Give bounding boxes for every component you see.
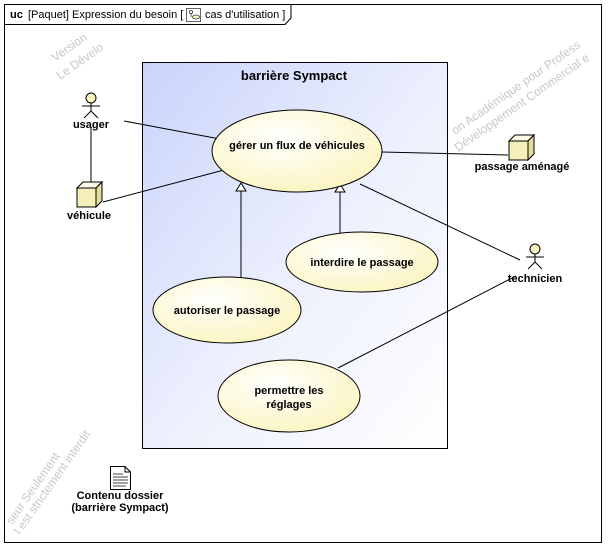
usecase-reglages-label-line1: permettre les (254, 385, 323, 397)
frame-tag: uc (10, 9, 23, 21)
actor-usager[interactable]: usager (73, 92, 110, 131)
generalization-arrowhead (334, 183, 346, 193)
stick-figure-icon (526, 243, 544, 270)
node-box-icon (75, 180, 104, 209)
actor-technicien[interactable]: technicien (508, 243, 563, 285)
actor-usager-label: usager (73, 119, 110, 131)
usecase-reglages[interactable]: permettre les réglages (217, 359, 361, 433)
document-icon (110, 466, 131, 490)
document-contenu-dossier[interactable]: Contenu dossier (barrière Sympact) (71, 466, 169, 515)
actor-passage-amenage[interactable]: passage aménagé (475, 133, 570, 173)
association-gerer-passage[interactable] (381, 151, 509, 156)
usecase-autoriser-label: autoriser le passage (174, 305, 280, 317)
usecase-interdire-label: interdire le passage (310, 257, 413, 269)
actor-technicien-label: technicien (508, 273, 563, 285)
system-name: barrière Sympact (241, 68, 348, 83)
generalization-arrowhead (235, 182, 247, 192)
actor-vehicule[interactable]: véhicule (67, 180, 111, 222)
usecase-reglages-label-line2: réglages (266, 399, 311, 411)
usecase-gerer-label: gérer un flux de véhicules (229, 140, 365, 152)
association-reglages-technicien[interactable] (337, 275, 517, 369)
usecase-diagram-icon (186, 8, 201, 22)
node-box-icon (507, 133, 536, 162)
usecase-autoriser[interactable]: autoriser le passage (152, 276, 302, 344)
usecase-gerer[interactable]: gérer un flux de véhicules (211, 109, 383, 193)
association-usager-gerer[interactable] (123, 120, 221, 140)
frame-tab (4, 4, 292, 25)
actor-vehicule-label: véhicule (67, 210, 111, 222)
stick-figure-icon (82, 92, 100, 119)
association-gerer-technicien[interactable] (359, 183, 521, 261)
usecase-interdire[interactable]: interdire le passage (285, 231, 439, 293)
document-label-line1: Contenu dossier (77, 490, 165, 502)
document-label-line2: (barrière Sympact) (71, 502, 169, 514)
actor-passage-label: passage aménagé (475, 161, 570, 173)
frame-title-suffix: cas d'utilisation ] (205, 9, 285, 21)
association-vehicule-gerer[interactable] (102, 169, 225, 203)
frame-title: [Paquet] Expression du besoin [ (28, 9, 183, 21)
